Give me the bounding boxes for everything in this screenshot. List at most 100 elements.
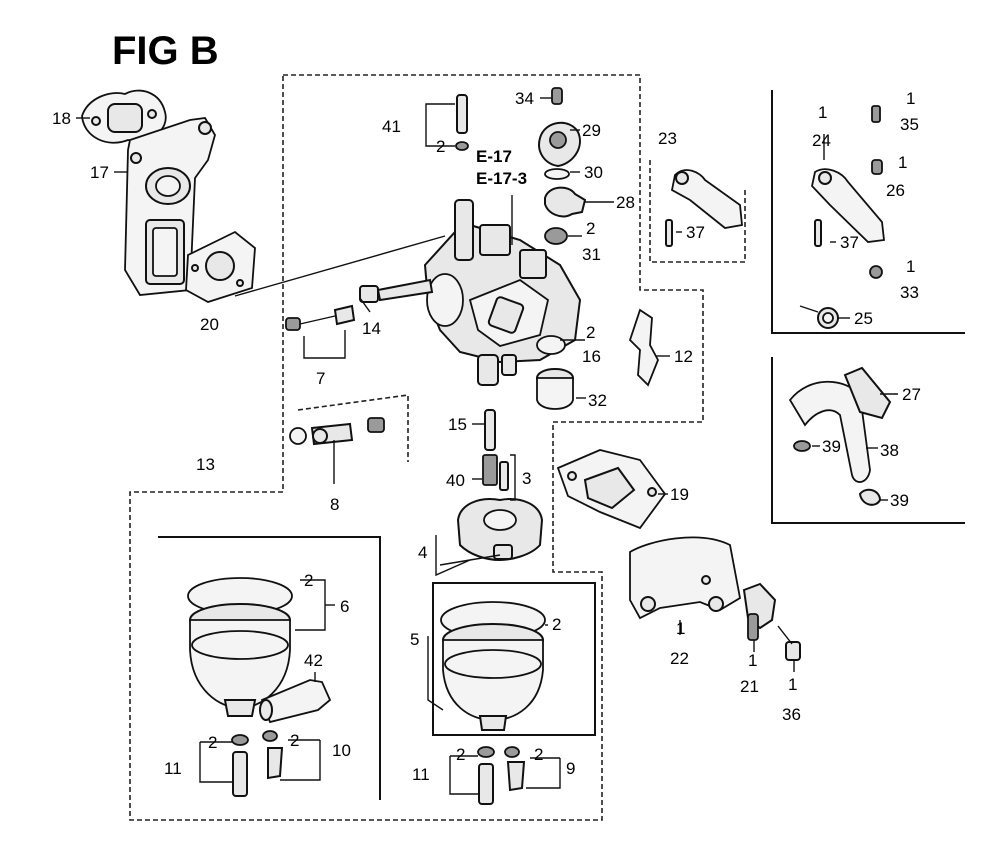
callout-21: 21 <box>740 677 759 696</box>
cap <box>536 368 574 410</box>
callout-18: 18 <box>52 109 71 128</box>
callout-3: 3 <box>522 469 531 488</box>
callout-7: 7 <box>316 369 325 388</box>
callout-13: 13 <box>196 455 215 474</box>
callout-36-qty: 1 <box>788 675 797 694</box>
main-jet <box>482 409 509 491</box>
bolt-11-left <box>232 751 248 797</box>
callout-41-qty: 2 <box>436 137 445 156</box>
leader-line-20 <box>234 235 446 297</box>
callout-42: 42 <box>304 651 323 670</box>
callout-27: 27 <box>902 385 921 404</box>
callout-31: 31 <box>582 245 601 264</box>
bracket-22 <box>629 536 742 620</box>
o-ring <box>536 335 566 355</box>
callout-12: 12 <box>674 347 693 366</box>
callout-17: 17 <box>90 163 109 182</box>
bolt-11-right <box>478 763 494 805</box>
spring-25 <box>799 305 839 329</box>
carburetor-body <box>423 199 582 386</box>
nut-33 <box>869 265 883 279</box>
callout-11-left-qty: 2 <box>208 733 217 752</box>
callout-40: 40 <box>446 471 465 490</box>
lever <box>628 308 659 387</box>
callout-10: 10 <box>332 741 351 760</box>
float-bowl-right <box>440 601 546 731</box>
screw-41 <box>456 94 468 134</box>
screw-9 <box>506 761 526 792</box>
screw-35 <box>871 105 881 123</box>
callout-6-qty: 2 <box>304 571 313 590</box>
callout-38: 38 <box>880 441 899 460</box>
callout-16-qty: 2 <box>586 323 595 342</box>
callout-5-qty: 2 <box>552 615 561 634</box>
throttle-stop-screw <box>359 278 434 303</box>
inset-frame-bowl-left <box>158 536 381 800</box>
fitting-21 <box>742 582 777 641</box>
gasket-31 <box>544 227 568 245</box>
callout-6: 6 <box>340 597 349 616</box>
callout-4: 4 <box>418 543 427 562</box>
gasket-19 <box>556 449 667 530</box>
callout-25: 25 <box>854 309 873 328</box>
callout-9: 9 <box>566 759 575 778</box>
callout-20: 20 <box>200 315 219 334</box>
pilot-screw-set <box>285 304 356 331</box>
float <box>439 498 544 566</box>
choke-lever-24 <box>811 168 885 247</box>
inset-frame-top-right <box>771 90 965 334</box>
callout-11-left: 11 <box>164 759 182 778</box>
callout-37-a: 37 <box>686 223 705 242</box>
callout-5: 5 <box>410 630 419 649</box>
callout-33-qty: 1 <box>906 257 915 276</box>
inset-frame-bowl-right <box>432 582 596 736</box>
callout-9-qty: 2 <box>534 745 543 764</box>
callout-41: 41 <box>382 117 401 136</box>
callout-leaders <box>76 97 898 795</box>
washer-11-right <box>477 746 495 758</box>
screw-10 <box>267 747 284 780</box>
washer-9 <box>504 746 520 758</box>
callout-22: 22 <box>670 649 689 668</box>
callout-35-qty: 1 <box>906 89 915 108</box>
callout-11-right-qty: 2 <box>456 745 465 764</box>
callout-33: 33 <box>900 283 919 302</box>
drain-fitting-42 <box>259 679 332 724</box>
callout-30: 30 <box>584 163 603 182</box>
bolt-36 <box>777 625 801 661</box>
callout-39-b: 39 <box>890 491 909 510</box>
clip-39b <box>858 488 882 506</box>
carburetor-group-outline <box>129 74 704 821</box>
callout-11-right: 11 <box>412 765 430 784</box>
screw-34 <box>551 87 563 105</box>
reference-e17-3: E-17-3 <box>476 169 527 188</box>
fitting-28 <box>544 186 587 218</box>
guard-38 <box>788 366 892 483</box>
callout-24: 24 <box>812 131 831 150</box>
callout-22-qty: 1 <box>676 619 685 638</box>
screw-set-8 <box>289 417 385 446</box>
nut-26 <box>871 159 883 175</box>
callout-26: 26 <box>886 181 905 200</box>
callout-32: 32 <box>588 391 607 410</box>
figure-title: FIG B <box>112 29 219 73</box>
callout-23: 23 <box>658 129 677 148</box>
callout-labels: 18 17 20 41 2 34 29 30 28 2 31 E-17 E-17… <box>52 89 921 784</box>
callout-14: 14 <box>362 319 381 338</box>
callout-24-qty: 1 <box>818 103 827 122</box>
subgroup-8-outline <box>297 394 409 462</box>
throttle-lever-23 <box>665 169 743 247</box>
callout-36: 36 <box>782 705 801 724</box>
callout-26-qty: 1 <box>898 153 907 172</box>
callout-39-a: 39 <box>822 437 841 456</box>
diaphragm-cover <box>538 122 581 168</box>
callout-16: 16 <box>582 347 601 366</box>
carburetor-gasket <box>185 230 256 303</box>
callout-21-qty: 1 <box>748 651 757 670</box>
insulator-gasket <box>81 89 167 144</box>
clip-39a <box>793 440 811 452</box>
subgroup-23-outline <box>649 160 746 263</box>
callout-10-qty: 2 <box>290 731 299 750</box>
callout-19: 19 <box>670 485 689 504</box>
callout-34: 34 <box>515 89 534 108</box>
